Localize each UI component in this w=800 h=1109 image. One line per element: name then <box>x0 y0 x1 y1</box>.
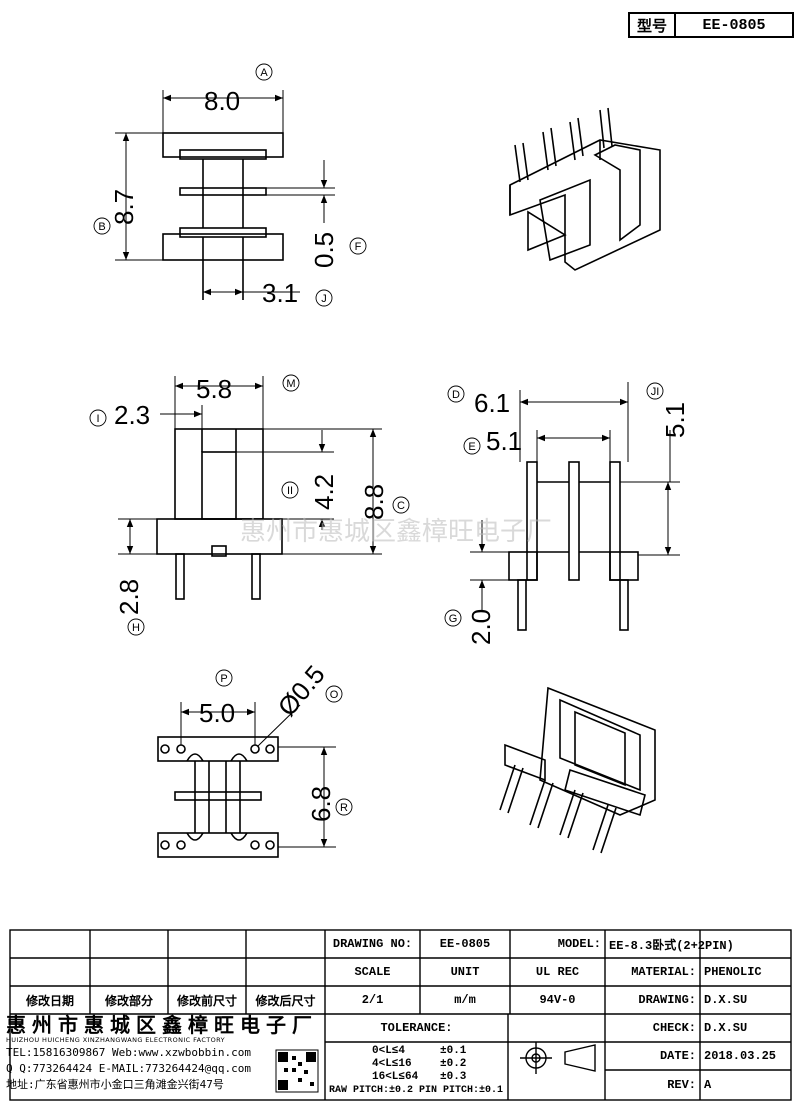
view-bottom-dims <box>180 702 336 848</box>
callout-label: O <box>330 689 339 701</box>
dim-side-total: 6.1 <box>474 388 510 418</box>
tol-value-1: ±0.1 <box>440 1045 467 1057</box>
dim-top-width: 8.0 <box>204 86 240 116</box>
callout-label: B <box>98 221 105 233</box>
dim-top-height: 8.7 <box>109 189 139 225</box>
qr-code <box>275 1049 319 1093</box>
callout-label: II <box>287 485 293 497</box>
dim-bottom-pitch: 5.0 <box>199 698 235 728</box>
view-top <box>162 132 284 300</box>
check-value: D.X.SU <box>704 1021 748 1035</box>
title-block-grid <box>9 929 792 1101</box>
rev-value: A <box>704 1078 712 1092</box>
company-name: 惠州市惠城区鑫樟旺电子厂 <box>6 1013 318 1037</box>
date-value: 2018.03.25 <box>704 1049 777 1063</box>
drawing-by-value: D.X.SU <box>704 993 748 1007</box>
material-value: PHENOLIC <box>704 965 762 979</box>
drawing-no-value: EE-0805 <box>439 937 491 951</box>
callouts <box>89 63 664 816</box>
callout-label: JI <box>651 386 660 398</box>
rev-header-before: 修改前尺寸 <box>176 994 237 1009</box>
dim-side-inner: 5.1 <box>486 426 522 456</box>
dim-front-height: 8.8 <box>359 484 389 520</box>
callout-label: P <box>220 673 227 685</box>
isometric-view-top <box>509 107 661 271</box>
ul-label: UL REC <box>535 965 580 979</box>
callout-label: H <box>132 622 140 634</box>
callout-label: R <box>340 802 348 814</box>
tol-value-2: ±0.2 <box>440 1058 467 1070</box>
dim-front-width: 5.8 <box>196 374 232 404</box>
callout-label: J <box>321 293 327 305</box>
company-block: 惠州市惠城区鑫樟旺电子厂 HUIZHOU HUICHENG XINZHANGWA… <box>6 1014 324 1108</box>
scale-label: SCALE <box>354 965 391 979</box>
callout-label: G <box>449 613 458 625</box>
tol-value-3: ±0.3 <box>440 1071 467 1083</box>
dim-pin-length-front: 2.8 <box>114 579 144 615</box>
unit-label: UNIT <box>450 965 480 979</box>
tolerance-label: TOLERANCE: <box>380 1021 453 1035</box>
rev-header-after: 修改后尺寸 <box>255 994 316 1009</box>
check-label: CHECK: <box>652 1021 696 1035</box>
rev-header-part: 修改部分 <box>104 994 153 1009</box>
model-header-label: 型号 <box>628 12 676 38</box>
scale-value: 2/1 <box>361 993 384 1007</box>
dim-window-height: 4.2 <box>309 474 339 510</box>
date-label: DATE: <box>659 1049 696 1063</box>
company-tel-web: TEL:15816309867 Web:www.xzwbobbin.com <box>6 1046 252 1059</box>
view-front-dims <box>118 376 382 555</box>
drawing-by-label: DRAWING: <box>638 993 696 1007</box>
callout-label: E <box>468 441 475 453</box>
company-address: 地址:广东省惠州市小金口三角滩金兴街47号 <box>6 1078 224 1091</box>
callout-label: I <box>96 413 99 425</box>
callout-label: D <box>452 389 460 401</box>
watermark: 惠州市惠城区鑫樟旺电子厂 <box>240 517 552 547</box>
model-value: EE-8.3卧式(2+2PIN) <box>609 938 734 953</box>
material-label: MATERIAL: <box>631 965 696 979</box>
dim-front-left: 2.3 <box>114 400 150 430</box>
tol-range-3: 16<L≤64 <box>372 1071 419 1083</box>
view-side <box>508 461 639 631</box>
dim-flange-thickness: 0.5 <box>309 232 339 268</box>
drawing-no-label: DRAWING NO: <box>332 937 413 951</box>
rev-header-date: 修改日期 <box>25 994 74 1009</box>
company-english: HUIZHOU HUICHENG XINZHANGWANG ELECTRONIC… <box>6 1036 226 1044</box>
isometric-view-bottom <box>499 686 656 854</box>
view-front <box>156 428 283 600</box>
dim-pin-length-side: 2.0 <box>466 609 496 645</box>
view-bottom <box>157 736 279 858</box>
view-side-dims <box>470 382 680 612</box>
callout-label: C <box>397 500 405 512</box>
callout-label: F <box>355 241 362 253</box>
dim-side-height: 5.1 <box>660 402 690 438</box>
dim-pin-diameter: Ø0.5 <box>272 659 331 721</box>
model-label: MODEL: <box>557 937 601 951</box>
unit-value: m/m <box>454 993 476 1007</box>
tol-range-2: 4<L≤16 <box>372 1058 412 1070</box>
tol-range-1: 0<L≤4 <box>372 1045 406 1057</box>
callout-label: A <box>260 67 268 79</box>
pitch-tolerance: RAW PITCH:±0.2 PIN PITCH:±0.1 <box>329 1085 504 1096</box>
rev-label: REV: <box>667 1078 696 1092</box>
view-top-dims <box>115 90 335 296</box>
callout-label: M <box>286 378 295 390</box>
company-qq-mail: Q Q:773264424 E-MAIL:773264424@qq.com <box>6 1062 252 1075</box>
ul-value: 94V-0 <box>539 993 576 1007</box>
model-header-value: EE-0805 <box>674 12 794 38</box>
dim-core-width: 3.1 <box>262 278 298 308</box>
dim-bottom-height: 6.8 <box>306 786 336 822</box>
